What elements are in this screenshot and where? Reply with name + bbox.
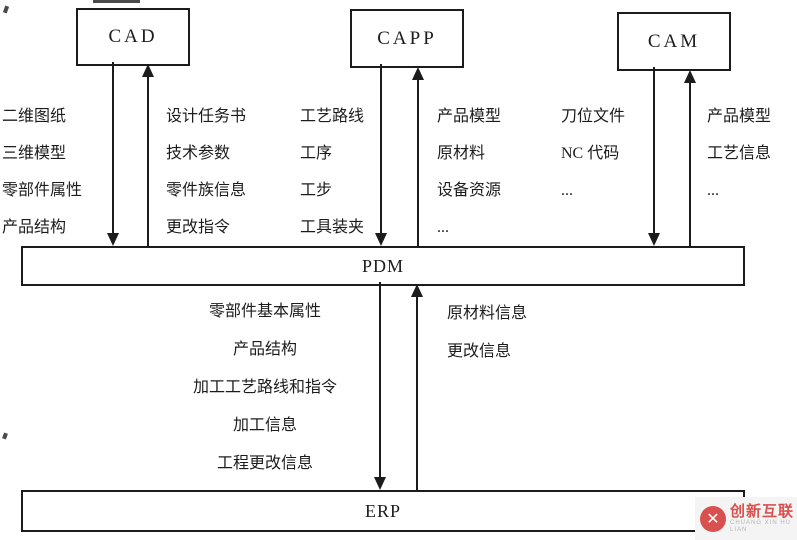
flow-label: 产品模型: [437, 108, 502, 125]
cad-box-label: CAD: [108, 26, 158, 47]
flow-label: 设备资源: [437, 182, 502, 199]
flow-label: ...: [561, 182, 573, 199]
flow-label: 加工工艺路线和指令: [192, 379, 337, 396]
flow-label: 更改指令: [166, 219, 231, 236]
flow-label: ...: [437, 219, 449, 236]
flow-label: 三维模型: [2, 145, 67, 162]
cam-to-pdm-labels: 刀位文件 NC 代码 ...: [561, 106, 625, 217]
cad-box: CAD: [76, 8, 190, 66]
flow-label: 产品结构: [2, 219, 67, 236]
flow-label: 原材料: [437, 145, 486, 162]
arrow-up-head: [411, 284, 423, 297]
arrow-up-head: [412, 67, 424, 80]
flow-label: 更改信息: [447, 343, 512, 360]
flow-label: 工艺信息: [707, 145, 772, 162]
flow-label: 刀位文件: [561, 108, 626, 125]
watermark-name: 创新互联: [730, 502, 795, 520]
cam-box-label: CAM: [647, 30, 701, 52]
scan-artifact: [93, 0, 140, 3]
arrow-down-head: [374, 477, 386, 490]
flow-label: 产品结构: [232, 341, 297, 358]
pdm-bar-label: PDM: [361, 255, 404, 276]
flow-label: ...: [707, 182, 719, 199]
watermark-subtitle: CHUANG XIN HU LIAN: [730, 519, 792, 533]
arrow-down-head: [107, 233, 119, 246]
pdm-to-erp-labels: 零部件基本属性 产品结构 加工工艺路线和指令 加工信息 工程更改信息: [150, 301, 380, 491]
watermark: ✕ 创新互联 CHUANG XIN HU LIAN: [695, 497, 797, 540]
flow-label: 二维图纸: [2, 108, 67, 125]
flow-label: 设计任务书: [166, 108, 247, 125]
arrow-up-head: [684, 70, 696, 83]
flow-label: 产品模型: [707, 108, 772, 125]
erp-to-pdm-labels: 原材料信息 更改信息: [447, 303, 527, 379]
flow-label: 加工信息: [232, 417, 297, 434]
flow-label: 工程更改信息: [216, 455, 313, 472]
pdm-to-cad-labels: 设计任务书 技术参数 零件族信息 更改指令: [166, 106, 246, 254]
flow-label: 技术参数: [166, 145, 231, 162]
pdm-bar: PDM: [21, 246, 745, 286]
flow-label: 原材料信息: [447, 305, 528, 322]
flow-label: 工艺路线: [300, 108, 365, 125]
arrow-down-head: [648, 233, 660, 246]
flow-label: 工序: [300, 145, 333, 162]
flow-label: 工步: [300, 182, 333, 199]
scan-speck: [2, 5, 10, 14]
scan-speck: [2, 432, 8, 440]
cam-box: CAM: [617, 12, 731, 71]
capp-box: CAPP: [350, 9, 464, 68]
capp-box-label: CAPP: [377, 27, 437, 49]
flow-label: 工具装夹: [300, 219, 365, 236]
arrow-up-head: [142, 64, 154, 77]
flow-label: 零部件属性: [2, 182, 83, 199]
erp-bar-label: ERP: [364, 500, 401, 521]
flow-label: 零部件基本属性: [208, 303, 321, 320]
erp-bar: ERP: [21, 490, 745, 532]
arrow-down-head: [375, 233, 387, 246]
pdm-to-cam-labels: 产品模型 工艺信息 ...: [707, 106, 771, 217]
watermark-logo-icon: ✕: [700, 505, 726, 532]
pdm-to-capp-labels: 产品模型 原材料 设备资源 ...: [437, 106, 501, 254]
cad-to-pdm-labels: 二维图纸 三维模型 零部件属性 产品结构: [2, 106, 82, 254]
flow-label: NC 代码: [561, 145, 620, 162]
capp-to-pdm-labels: 工艺路线 工序 工步 工具装夹: [300, 106, 364, 254]
flow-label: 零件族信息: [166, 182, 247, 199]
